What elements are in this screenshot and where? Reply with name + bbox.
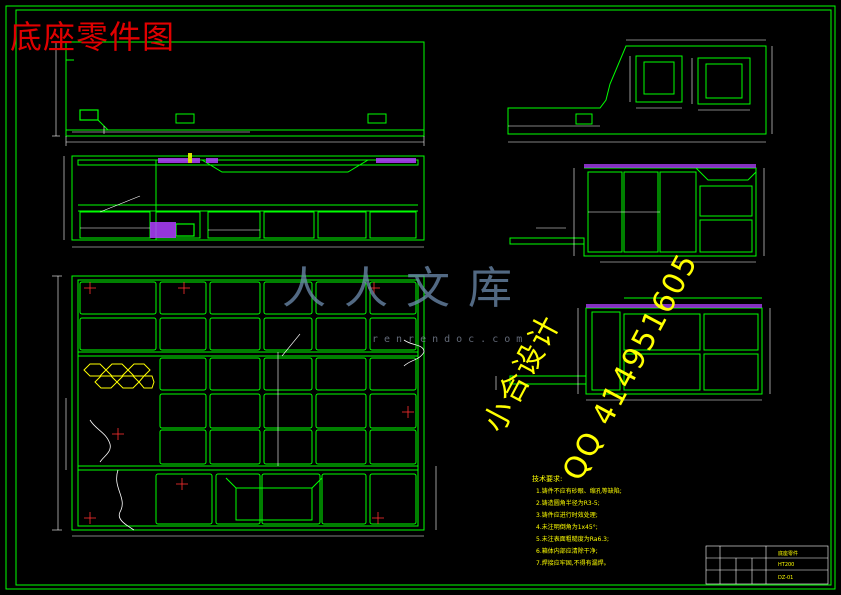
- plan-cell: [369, 357, 417, 391]
- plan-cell: [159, 429, 207, 465]
- inner-border: [15, 9, 832, 586]
- outer-border: [5, 5, 836, 590]
- tech-note: 4.未注明倒角为1x45°;: [536, 524, 598, 531]
- plan-cell: [369, 393, 417, 429]
- title-block-drawing-no: DZ-01: [778, 575, 794, 581]
- watermark-text: 人人文库: [282, 263, 530, 314]
- section-b-b-dims: [536, 168, 765, 263]
- plan-cell: [315, 429, 367, 465]
- section-a-a-hatch: [150, 153, 416, 238]
- title-block-material: HT200: [778, 562, 795, 568]
- plan-cell: [159, 281, 207, 315]
- title-block: [705, 545, 829, 585]
- plan-cell: [263, 393, 313, 429]
- plan-cell: [315, 393, 367, 429]
- plan-cell: [79, 317, 157, 351]
- plan-view: [71, 275, 425, 531]
- plan-cell: [315, 281, 367, 315]
- plan-cell: [261, 473, 321, 525]
- tech-notes-heading: 技术要求:: [532, 475, 563, 483]
- section-c-c-hatch: [586, 304, 762, 308]
- section-c-c-dims: [495, 308, 771, 401]
- tech-note: 6.箱体内部应清除干净;: [536, 548, 598, 555]
- plan-cell: [209, 357, 261, 391]
- plan-cell: [159, 357, 207, 391]
- watermark-url: renrendoc.com: [372, 334, 529, 345]
- plan-cell: [209, 281, 261, 315]
- drawing-title: 底座零件图: [10, 18, 176, 56]
- side-view-dims: [508, 39, 773, 143]
- plan-dimensions: [52, 275, 437, 537]
- plan-cell: [315, 317, 367, 351]
- plan-break-line: [89, 339, 425, 531]
- plan-center-marks: [84, 282, 414, 524]
- plan-cell: [79, 281, 157, 315]
- section-a-a-dims: [63, 156, 424, 248]
- tech-note: 3.铸件应进行时效处理;: [536, 512, 598, 519]
- tech-note: 7.焊接应牢固,不得有漏焊。: [536, 560, 610, 567]
- plan-cell: [369, 281, 417, 315]
- plan-cell: [215, 473, 261, 525]
- plan-cell: [159, 317, 207, 351]
- plan-cell: [263, 429, 313, 465]
- plan-cell: [369, 473, 417, 525]
- section-c-c: [509, 297, 763, 395]
- plan-cell: [155, 473, 213, 525]
- plan-cell: [209, 317, 261, 351]
- plan-cell: [209, 393, 261, 429]
- elevation-view: [65, 41, 425, 137]
- title-block-part-name: 底座零件: [778, 551, 799, 557]
- plan-cell: [369, 429, 417, 465]
- section-a-a: [71, 155, 425, 241]
- section-b-b-hatch: [584, 164, 756, 168]
- plan-cell: [369, 317, 417, 351]
- tech-note: 2.铸造圆角半径为R3-5;: [536, 500, 600, 507]
- side-view: [507, 45, 767, 135]
- plan-cell: [315, 357, 367, 391]
- plan-view-hex-pattern: [83, 363, 155, 389]
- plan-cell: [263, 357, 313, 391]
- plan-cell: [263, 317, 313, 351]
- tech-note: 5.未注表面粗糙度为Ra6.3;: [536, 536, 610, 543]
- elevation-dimensions: [52, 41, 425, 146]
- plan-cell: [321, 473, 367, 525]
- tech-note: 1.铸件不应有砂眼、缩孔等缺陷;: [536, 488, 622, 495]
- plan-cells: [79, 281, 417, 525]
- plan-inner-recess: [225, 477, 323, 521]
- plan-cell: [159, 393, 207, 429]
- plan-cell: [263, 281, 313, 315]
- plan-cell: [209, 429, 261, 465]
